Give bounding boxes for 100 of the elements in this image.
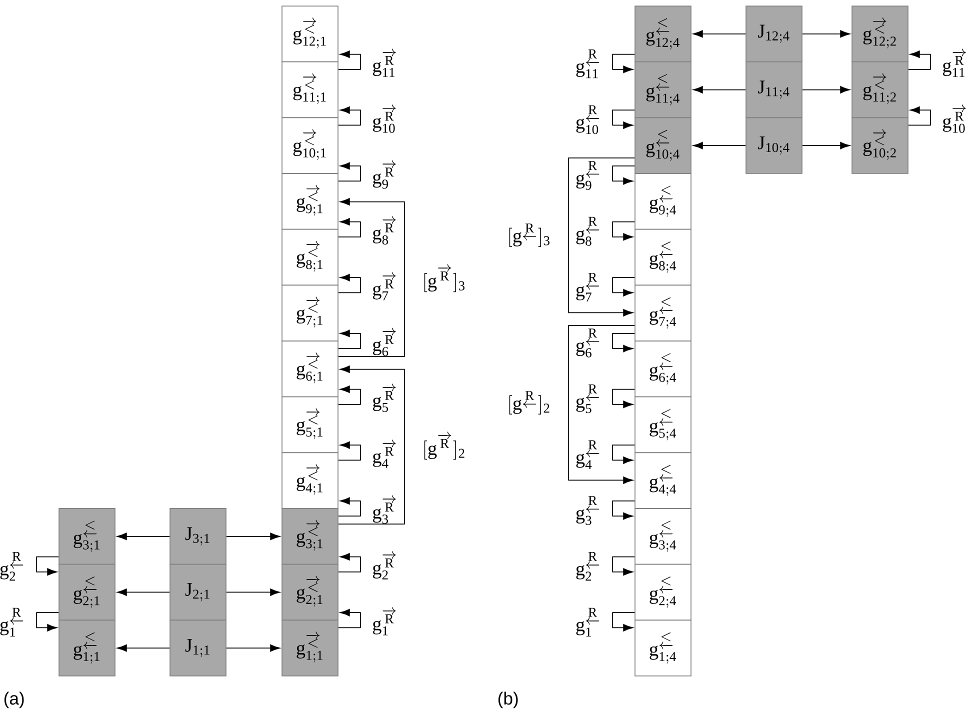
panel-label: (a) <box>4 692 24 708</box>
loop-arrow <box>612 277 636 296</box>
edge-label: $\mathrm{g}^{\overrightarrow{\mathrm{R}}}_{\mathrm{8}}$ <box>372 216 396 244</box>
arrow <box>116 532 170 540</box>
cell-box: $\mathrm{g}^{\overrightarrow{<}}_{\mathrm{2;1}}$ <box>282 564 338 621</box>
cell-box: $\mathrm{g}^{\underleftarrow{<}}_{\mathrm{1;4}}$ <box>634 620 692 676</box>
loop-arrow <box>612 221 636 241</box>
cell-box: $\mathrm{g}^{\overrightarrow{<}}_{\mathrm{9;1}}$ <box>282 173 338 230</box>
cell-box: $\mathrm{g}^{\underleftarrow{<}}_{\mathrm{2;4}}$ <box>634 564 692 621</box>
cell-box: $\mathrm{g}^{\underleftarrow{<}}_{\mathrm{11;4}}$ <box>634 61 692 118</box>
edge-label: $\mathrm{g}^{\overrightarrow{\mathrm{R}}}_{\mathrm{2}}$ <box>372 551 396 580</box>
loop-arrow <box>338 386 361 405</box>
arrow <box>692 86 746 94</box>
bracket-arrow <box>568 158 636 316</box>
cell-box: $\mathrm{g}^{\underleftarrow{<}}_{\mathrm{9;4}}$ <box>634 173 692 230</box>
edge-label: $\mathrm{g}^{\underleftarrow{\mathrm{R}}}_{\mathrm{3}}$ <box>576 496 600 525</box>
cell-box: $\mathrm{g}^{\overrightarrow{<}}_{\mathrm{3;1}}$ <box>282 508 338 565</box>
edge-label: $\mathrm{g}^{\overrightarrow{\mathrm{R}}}_{\mathrm{4}}$ <box>372 440 396 468</box>
arrow <box>116 588 170 596</box>
loop-arrow <box>36 612 60 632</box>
bracket-arrow <box>338 366 405 524</box>
edge-label: $\mathrm{g}^{\overrightarrow{\mathrm{R}}}_{\mathrm{11}}$ <box>942 48 966 77</box>
edge-label: $\mathrm{g}^{\overrightarrow{\mathrm{R}}}_{\mathrm{6}}$ <box>372 328 396 356</box>
cell-box: $\mathrm{g}^{\overrightarrow{<}}_{\mathrm{8;1}}$ <box>282 228 338 286</box>
edge-label: $[\mathrm{g}^{\underleftarrow{\mathrm{R}}}]_{\mathrm{3}}$ <box>509 224 550 248</box>
edge-label: $\mathrm{g}^{\overrightarrow{\mathrm{R}}}_{\mathrm{7}}$ <box>372 272 396 300</box>
edge-label: $\mathrm{g}^{\overrightarrow{\mathrm{R}}}_{\mathrm{10}}$ <box>372 104 396 133</box>
arrow <box>802 30 850 38</box>
edge-label: $\mathrm{g}^{\overrightarrow{\mathrm{R}}}_{\mathrm{5}}$ <box>372 384 396 412</box>
loop-arrow <box>908 50 931 70</box>
loop-arrow <box>338 106 361 126</box>
loop-arrow <box>612 444 636 464</box>
cell-box: $\mathrm{g}^{\overrightarrow{<}}_{\mathrm{10;1}}$ <box>282 117 338 174</box>
edge-label: $\mathrm{g}^{\underleftarrow{\mathrm{R}}}_{\mathrm{1}}$ <box>576 608 600 636</box>
cell-box: $\mathrm{J}_{\mathrm{2;1}}$ <box>170 564 226 621</box>
edge-label: $\mathrm{g}^{\overrightarrow{\mathrm{R}}}_{\mathrm{1}}$ <box>372 607 396 636</box>
cell-box: $\mathrm{J}_{\mathrm{1;1}}$ <box>170 620 226 676</box>
edge-label: $\mathrm{g}^{\overrightarrow{\mathrm{R}}}_{\mathrm{10}}$ <box>942 104 966 133</box>
loop-arrow <box>612 388 636 408</box>
edge-label: $[\mathrm{g}^{\underleftarrow{\mathrm{R}}}]_{\mathrm{2}}$ <box>509 391 550 415</box>
cell-box: $\mathrm{g}^{\overrightarrow{<}}_{\mathrm{12;2}}$ <box>852 6 908 62</box>
edge-label: $[\mathrm{g}^{\overrightarrow{\mathrm{R}}}]_{\mathrm{2}}$ <box>424 432 464 460</box>
cell-box: $\mathrm{g}^{\overrightarrow{<}}_{\mathrm{1;1}}$ <box>282 620 338 676</box>
cell-box: $\mathrm{g}^{\overrightarrow{<}}_{\mathrm{5;1}}$ <box>282 396 338 454</box>
edge-label: $\mathrm{g}^{\underleftarrow{\mathrm{R}}}_{\mathrm{10}}$ <box>576 105 600 134</box>
cell-box: $\mathrm{J}_{\mathrm{12;4}}$ <box>746 6 802 62</box>
edge-label: $\mathrm{g}^{\underleftarrow{\mathrm{R}}}_{\mathrm{2}}$ <box>0 552 24 581</box>
loop-arrow <box>338 553 361 572</box>
cell-box: $\mathrm{g}^{\overrightarrow{<}}_{\mathrm{10;2}}$ <box>852 117 908 174</box>
cell-box: $\mathrm{g}^{\underleftarrow{<}}_{\mathrm{4;4}}$ <box>634 452 692 509</box>
cell-box: $\mathrm{g}^{\underleftarrow{<}}_{\mathrm{7;4}}$ <box>634 284 692 342</box>
edge-label: $[\mathrm{g}^{\overrightarrow{\mathrm{R}}}]_{\mathrm{3}}$ <box>424 264 464 292</box>
loop-arrow <box>612 54 636 74</box>
edge-label: $\mathrm{g}^{\underleftarrow{\mathrm{R}}}_{\mathrm{4}}$ <box>576 440 600 469</box>
edge-label: $\mathrm{g}^{\underleftarrow{\mathrm{R}}}_{\mathrm{6}}$ <box>576 328 600 358</box>
cell-box: $\mathrm{g}^{\underleftarrow{<}}_{\mathrm{12;4}}$ <box>634 6 692 62</box>
cell-box: $\mathrm{g}^{\underleftarrow{<}}_{\mathrm{3;4}}$ <box>634 508 692 565</box>
loop-arrow <box>36 556 60 576</box>
arrow <box>802 86 850 94</box>
cell-box: $\mathrm{g}^{\underleftarrow{<}}_{\mathrm{6;4}}$ <box>634 340 692 398</box>
edge-label: $\mathrm{g}^{\underleftarrow{\mathrm{R}}}_{\mathrm{5}}$ <box>576 384 600 414</box>
edge-label: $\mathrm{g}^{\underleftarrow{\mathrm{R}}}_{\mathrm{8}}$ <box>576 216 600 246</box>
loop-arrow <box>612 165 636 185</box>
edge-label: $\mathrm{g}^{\overrightarrow{\mathrm{R}}}_{\mathrm{11}}$ <box>372 48 396 77</box>
panel-label: (b) <box>498 692 518 708</box>
loop-arrow <box>338 50 361 70</box>
arrow <box>692 30 746 38</box>
edge-label: $\mathrm{g}^{\underleftarrow{\mathrm{R}}}_{\mathrm{7}}$ <box>576 272 600 302</box>
cell-box: $\mathrm{J}_{\mathrm{3;1}}$ <box>170 508 226 565</box>
cell-box: $\mathrm{J}_{\mathrm{11;4}}$ <box>746 61 802 118</box>
cell-box: $\mathrm{g}^{\overrightarrow{<}}_{\mathrm{12;1}}$ <box>282 6 338 62</box>
cell-box: $\mathrm{g}^{\underleftarrow{<}}_{\mathrm{8;4}}$ <box>634 228 692 286</box>
arrow <box>226 644 280 652</box>
loop-arrow <box>338 218 361 238</box>
cell-box: $\mathrm{g}^{\overrightarrow{<}}_{\mathrm{6;1}}$ <box>282 340 338 398</box>
edge-label: $\mathrm{g}^{\underleftarrow{\mathrm{R}}}_{\mathrm{9}}$ <box>576 161 600 190</box>
arrow <box>692 142 746 150</box>
loop-arrow <box>908 106 931 126</box>
cell-box: $\mathrm{g}^{\overrightarrow{<}}_{\mathrm{11;1}}$ <box>282 61 338 118</box>
cell-box: $\mathrm{g}^{\overrightarrow{<}}_{\mathrm{11;2}}$ <box>852 61 908 118</box>
loop-arrow <box>338 497 361 516</box>
edge-label: $\mathrm{g}^{\underleftarrow{\mathrm{R}}}_{\mathrm{1}}$ <box>0 608 24 636</box>
loop-arrow <box>338 330 361 349</box>
edge-label: $\mathrm{g}^{\underleftarrow{\mathrm{R}}}_{\mathrm{2}}$ <box>576 552 600 581</box>
bracket-arrow <box>338 198 405 357</box>
cell-box: $\mathrm{J}_{\mathrm{10;4}}$ <box>746 117 802 174</box>
loop-arrow <box>612 332 636 352</box>
loop-arrow <box>612 612 636 632</box>
loop-arrow <box>612 500 636 520</box>
loop-arrow <box>338 162 361 182</box>
loop-arrow <box>612 556 636 576</box>
cell-box: $\mathrm{g}^{\underleftarrow{<}}_{\mathrm{10;4}}$ <box>634 117 692 174</box>
loop-arrow <box>338 274 361 294</box>
edge-label: $\mathrm{g}^{\underleftarrow{\mathrm{R}}}_{\mathrm{11}}$ <box>576 50 600 78</box>
cell-box: $\mathrm{g}^{\overrightarrow{<}}_{\mathrm{7;1}}$ <box>282 284 338 342</box>
loop-arrow <box>338 441 361 461</box>
arrow <box>116 644 170 652</box>
loop-arrow <box>612 110 636 129</box>
cell-box: $\mathrm{g}^{\underleftarrow{<}}_{\mathrm{2;1}}$ <box>58 564 116 621</box>
edge-label: $\mathrm{g}^{\overrightarrow{\mathrm{R}}}_{\mathrm{9}}$ <box>372 160 396 189</box>
